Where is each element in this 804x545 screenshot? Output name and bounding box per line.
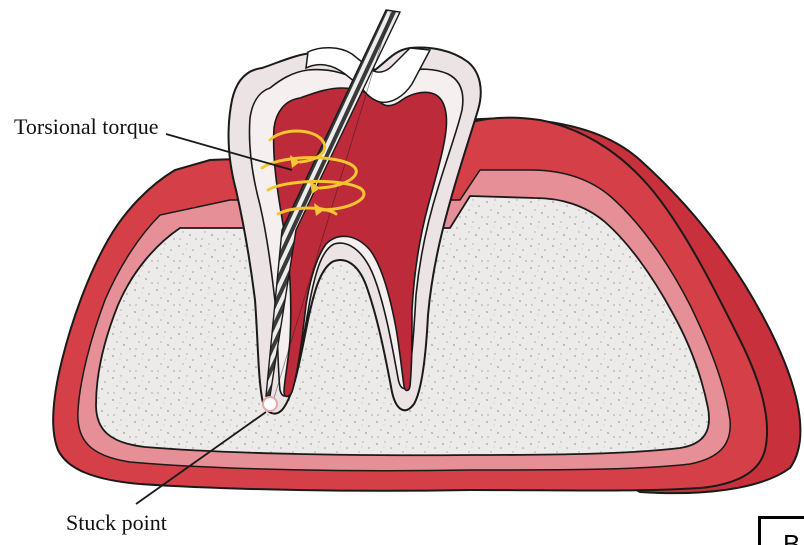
stuck-point-label: Stuck point xyxy=(66,512,167,534)
torsional-torque-label: Torsional torque xyxy=(14,116,158,138)
stuck-point-dot xyxy=(263,397,277,411)
corner-tab: B xyxy=(758,516,804,545)
corner-tab-letter: B xyxy=(783,531,800,545)
